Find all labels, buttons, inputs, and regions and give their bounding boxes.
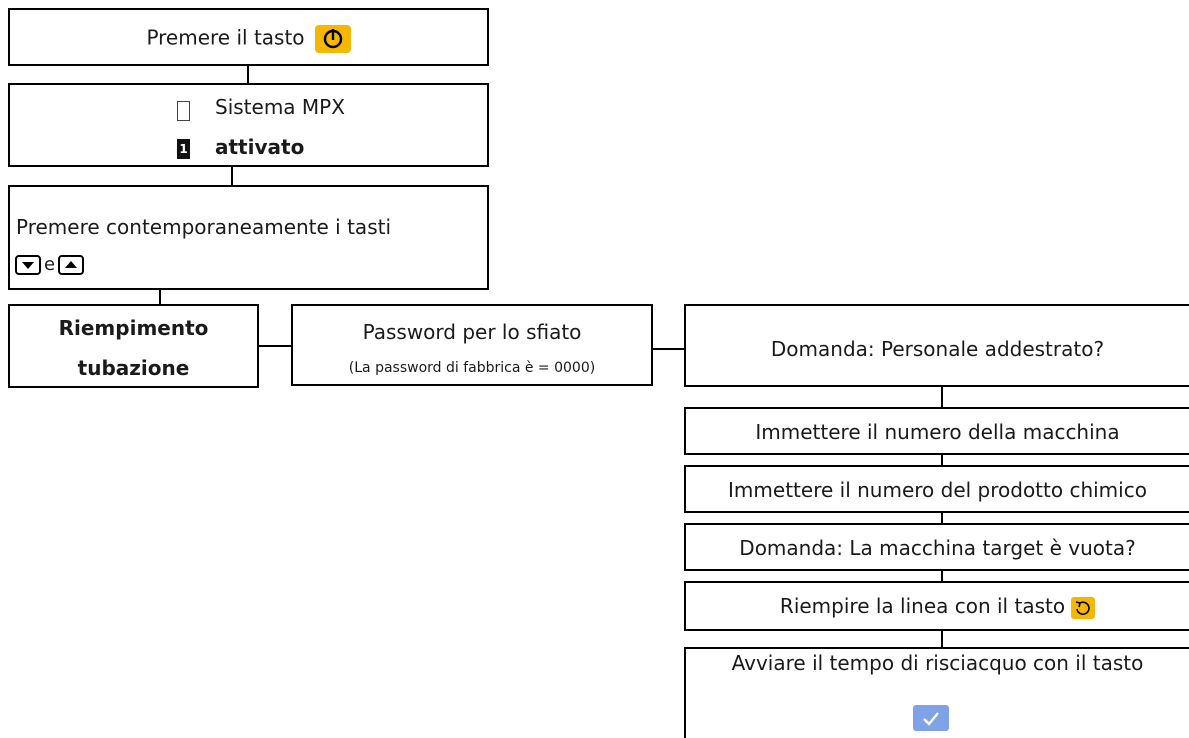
step-pipe-filling-box: Riempimento tubazione — [8, 304, 259, 388]
step-refill-box: Riempire la linea con il tasto — [684, 581, 1189, 631]
connector — [941, 385, 943, 409]
step-press-keys-icons: e — [15, 251, 85, 275]
check-icon — [913, 705, 949, 731]
connector — [941, 629, 943, 649]
password-note: (La password di fabbrica è = 0000) — [348, 360, 596, 376]
machine-number-text: Immettere il numero della macchina — [755, 420, 1120, 444]
step-password-box: Password per lo sfiato (La password di f… — [291, 304, 653, 386]
step-press-power-label: Premere il tasto — [10, 25, 487, 53]
question-empty-text: Domanda: La macchina target è vuota? — [739, 536, 1136, 560]
step-question-staff-box: Domanda: Personale addestrato? — [684, 304, 1189, 387]
refill-text: Riempire la linea con il tasto — [779, 594, 1066, 618]
system-status: attivato — [215, 135, 305, 159]
connector — [247, 64, 249, 84]
arrow-down-icon — [15, 254, 41, 275]
step-system-activated-box: Sistema MPX 1 attivato — [8, 83, 489, 167]
connector — [941, 453, 943, 467]
connector — [257, 345, 293, 347]
pipe-filling-line1: Riempimento — [58, 316, 209, 340]
step-press-power-box: Premere il tasto — [8, 8, 489, 66]
step-chemical-number-box: Immettere il numero del prodotto chimico — [684, 465, 1189, 513]
step-press-power-text: Premere il tasto — [146, 25, 305, 50]
and-connector: e — [44, 254, 56, 275]
connector — [231, 165, 233, 187]
connector — [941, 511, 943, 525]
rinse-text: Avviare il tempo di risciacquo con il ta… — [731, 651, 1144, 675]
refill-label: Riempire la linea con il tasto — [686, 594, 1189, 619]
system-name: Sistema MPX — [215, 95, 345, 119]
step-press-keys-text: Premere contemporaneamente i tasti — [16, 215, 392, 239]
step-press-keys-box: Premere contemporaneamente i tasti e — [8, 185, 489, 290]
chemical-number-text: Immettere il numero del prodotto chimico — [728, 478, 1147, 502]
password-title: Password per lo sfiato — [362, 320, 582, 344]
connector — [941, 569, 943, 583]
question-staff-text: Domanda: Personale addestrato? — [770, 337, 1105, 361]
pipe-filling-line2: tubazione — [77, 356, 190, 380]
step-machine-number-box: Immettere il numero della macchina — [684, 407, 1189, 455]
refill-icon — [1071, 596, 1096, 619]
step-rinse-box: Avviare il tempo di risciacquo con il ta… — [684, 647, 1189, 738]
lcd-digit-segment-icon: 1 — [177, 139, 190, 159]
connector — [159, 288, 161, 306]
step-question-empty-box: Domanda: La macchina target è vuota? — [684, 523, 1189, 571]
connector — [651, 348, 686, 350]
lcd-empty-segment-icon — [177, 101, 190, 121]
arrow-up-icon — [58, 254, 85, 275]
power-icon — [314, 25, 351, 53]
